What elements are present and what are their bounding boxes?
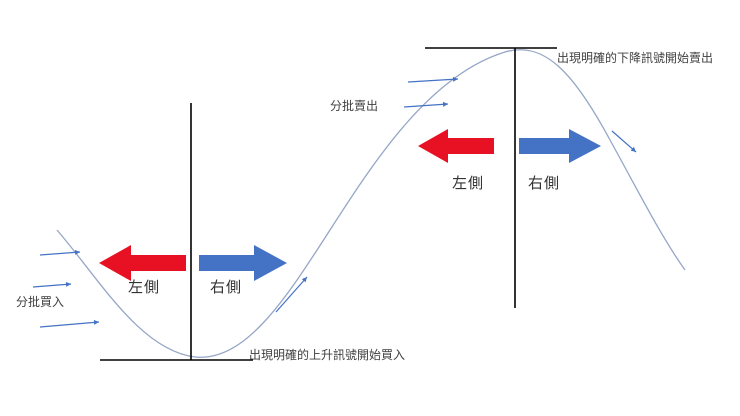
label-left-side-top: 左側 [452, 175, 485, 192]
right-side-arrow-top [519, 129, 601, 163]
label-right-side-top: 右側 [528, 175, 561, 192]
label-batch-buy: 分批買入 [16, 295, 65, 309]
sell-batch-arrow-1 [407, 76, 459, 83]
label-right-side-bottom: 右側 [210, 279, 243, 296]
uptrend-signal-arrow [275, 276, 308, 313]
label-batch-sell: 分批賣出 [330, 99, 379, 113]
buy-batch-arrow-3 [39, 319, 100, 328]
label-left-side-bottom: 左側 [128, 279, 161, 296]
label-sell-signal: 出現明確的下降訊號開始賣出 [557, 51, 714, 65]
label-buy-signal: 出現明確的上升訊號開始買入 [249, 348, 406, 362]
sell-batch-arrow-2 [403, 101, 449, 108]
left-side-arrow-top [418, 129, 494, 163]
left-side-arrow-bottom [99, 245, 186, 281]
buy-batch-arrow-2 [32, 281, 72, 288]
price-curve [56, 49, 686, 358]
buy-batch-arrow-1 [39, 249, 81, 256]
downtrend-signal-arrow [611, 130, 637, 153]
right-side-arrow-bottom [199, 245, 287, 281]
